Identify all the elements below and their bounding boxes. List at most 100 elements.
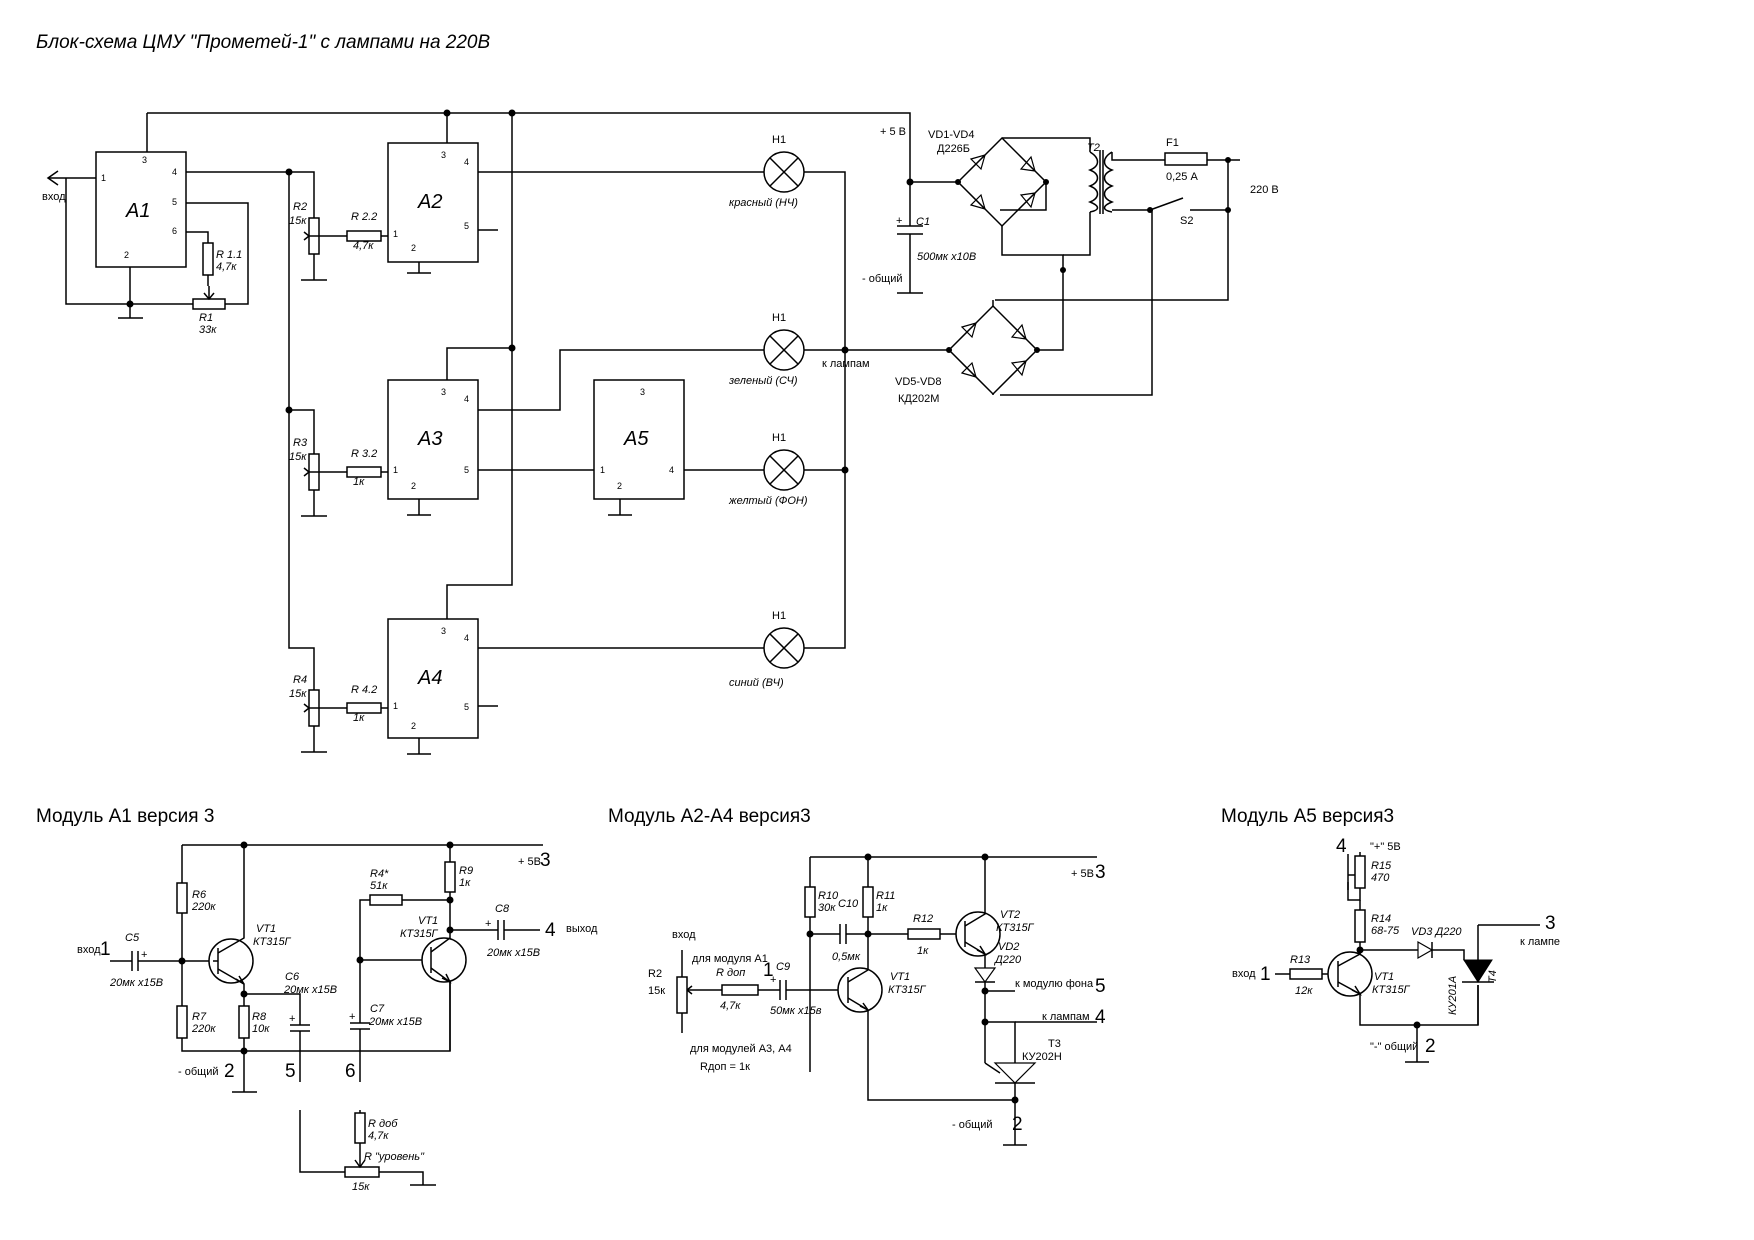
module-a2-block <box>387 142 479 263</box>
lamp-red: H1 красный (НЧ) <box>729 134 805 209</box>
svg-text:220к: 220к <box>191 1023 216 1035</box>
svg-text:2: 2 <box>1425 1036 1436 1057</box>
svg-text:3: 3 <box>640 387 645 397</box>
svg-text:C6: C6 <box>285 971 300 983</box>
module-a5-label: A5 <box>623 428 649 450</box>
svg-text:4: 4 <box>464 633 469 643</box>
svg-text:2: 2 <box>617 481 622 491</box>
svg-text:1: 1 <box>393 465 398 475</box>
svg-text:30к: 30к <box>818 902 836 914</box>
svg-text:КТ315Г: КТ315Г <box>253 936 292 948</box>
svg-text:1к: 1к <box>459 877 471 889</box>
svg-text:КТ315Г: КТ315Г <box>888 984 927 996</box>
svg-text:R4: R4 <box>293 674 307 686</box>
svg-text:VD3 Д220: VD3 Д220 <box>1411 926 1462 938</box>
svg-text:4: 4 <box>1336 836 1347 857</box>
svg-text:КУ202Н: КУ202Н <box>1022 1051 1062 1063</box>
main-block-diagram: A1 3 1 4 5 6 2 вход R1 33к R 1.1 4,7к R2… <box>42 109 1279 755</box>
svg-text:3: 3 <box>1545 913 1556 934</box>
svg-text:H1: H1 <box>772 134 786 146</box>
svg-text:1: 1 <box>1260 964 1271 985</box>
svg-text:+: + <box>349 1011 355 1023</box>
svg-text:4,7к: 4,7к <box>368 1130 389 1142</box>
svg-text:C10: C10 <box>838 898 859 910</box>
svg-text:к лампе: к лампе <box>1520 936 1560 948</box>
svg-text:50мк х15в: 50мк х15в <box>770 1005 822 1017</box>
svg-text:R12: R12 <box>913 913 933 925</box>
svg-text:3: 3 <box>142 155 147 165</box>
module-a4-label: A4 <box>417 667 442 689</box>
svg-text:1к: 1к <box>353 712 365 724</box>
svg-text:4: 4 <box>172 167 177 177</box>
svg-text:20мк х15В: 20мк х15В <box>486 947 540 959</box>
svg-text:4,7к: 4,7к <box>720 1000 741 1012</box>
svg-text:4: 4 <box>545 920 556 941</box>
svg-text:VT1: VT1 <box>418 915 438 927</box>
svg-text:5: 5 <box>464 221 469 231</box>
module-a2-a4-heading: Модуль А2-А4 версия3 <box>608 806 811 827</box>
svg-text:33к: 33к <box>199 324 217 336</box>
svg-text:Rдоп = 1к: Rдоп = 1к <box>700 1061 750 1073</box>
svg-text:15к: 15к <box>352 1181 370 1193</box>
svg-text:10к: 10к <box>252 1023 270 1035</box>
svg-text:4: 4 <box>1095 1007 1106 1028</box>
svg-text:зеленый (СЧ): зеленый (СЧ) <box>728 375 798 387</box>
module-a5-schematic: Модуль А5 версия3 4 "+" 5В R15 470 R14 6… <box>1221 806 1560 1063</box>
svg-text:4: 4 <box>669 465 674 475</box>
svg-text:H1: H1 <box>772 312 786 324</box>
svg-text:VD1-VD4: VD1-VD4 <box>928 129 974 141</box>
svg-text:C8: C8 <box>495 903 510 915</box>
svg-text:5: 5 <box>285 1061 296 1082</box>
svg-text:R "уровень": R "уровень" <box>364 1151 425 1163</box>
svg-text:51к: 51к <box>370 880 388 892</box>
svg-text:H1: H1 <box>772 610 786 622</box>
svg-text:R6: R6 <box>192 889 207 901</box>
module-a2-a4-schematic: Модуль А2-А4 версия3 + 5В 3 вход R2 15к … <box>608 806 1106 1146</box>
bridge-vd1-vd4: VD1-VD4 Д226Б <box>928 129 1049 228</box>
svg-text:3: 3 <box>441 150 446 160</box>
svg-text:1: 1 <box>763 960 774 981</box>
svg-text:- общий: - общий <box>178 1066 218 1078</box>
svg-text:20мк х15В: 20мк х15В <box>368 1016 422 1028</box>
svg-text:3: 3 <box>1095 862 1106 883</box>
module-a3-block <box>387 379 479 500</box>
svg-text:C5: C5 <box>125 932 140 944</box>
svg-text:вход: вход <box>672 929 696 941</box>
svg-text:для модулей А3, А4: для модулей А3, А4 <box>690 1043 792 1055</box>
svg-text:5: 5 <box>172 197 177 207</box>
svg-text:КД202М: КД202М <box>898 393 939 405</box>
svg-text:470: 470 <box>1371 872 1390 884</box>
svg-text:4: 4 <box>464 394 469 404</box>
svg-text:1: 1 <box>101 173 106 183</box>
svg-text:- общий: - общий <box>862 273 902 285</box>
module-a5-heading: Модуль А5 версия3 <box>1221 806 1394 827</box>
svg-text:1к: 1к <box>917 945 929 957</box>
svg-text:R доб: R доб <box>368 1118 398 1130</box>
svg-text:S2: S2 <box>1180 215 1193 227</box>
module-a1-block <box>95 151 187 268</box>
svg-text:Д220: Д220 <box>993 954 1022 966</box>
svg-text:+: + <box>770 974 776 986</box>
svg-text:для модуля А1: для модуля А1 <box>692 953 768 965</box>
svg-text:1к: 1к <box>353 476 365 488</box>
svg-text:R 2.2: R 2.2 <box>351 211 377 223</box>
svg-text:R8: R8 <box>252 1011 267 1023</box>
svg-text:вход: вход <box>77 944 101 956</box>
svg-text:к лампам: к лампам <box>1042 1011 1090 1023</box>
svg-text:2: 2 <box>411 721 416 731</box>
svg-text:T4: T4 <box>1487 970 1499 983</box>
input-label: вход <box>42 191 66 203</box>
svg-text:R 4.2: R 4.2 <box>351 684 377 696</box>
svg-text:КТ315Г: КТ315Г <box>400 928 439 940</box>
svg-text:68-75: 68-75 <box>1371 925 1400 937</box>
svg-text:15к: 15к <box>289 688 307 700</box>
svg-text:КТ315Г: КТ315Г <box>1372 984 1411 996</box>
svg-text:15к: 15к <box>289 451 307 463</box>
svg-text:КТ315Г: КТ315Г <box>996 922 1035 934</box>
module-a3-label: A3 <box>417 428 442 450</box>
svg-text:2: 2 <box>124 250 129 260</box>
svg-text:15к: 15к <box>289 215 307 227</box>
svg-text:к модулю фона: к модулю фона <box>1015 978 1094 990</box>
svg-text:Д226Б: Д226Б <box>937 143 970 155</box>
svg-text:2: 2 <box>1012 1114 1023 1135</box>
